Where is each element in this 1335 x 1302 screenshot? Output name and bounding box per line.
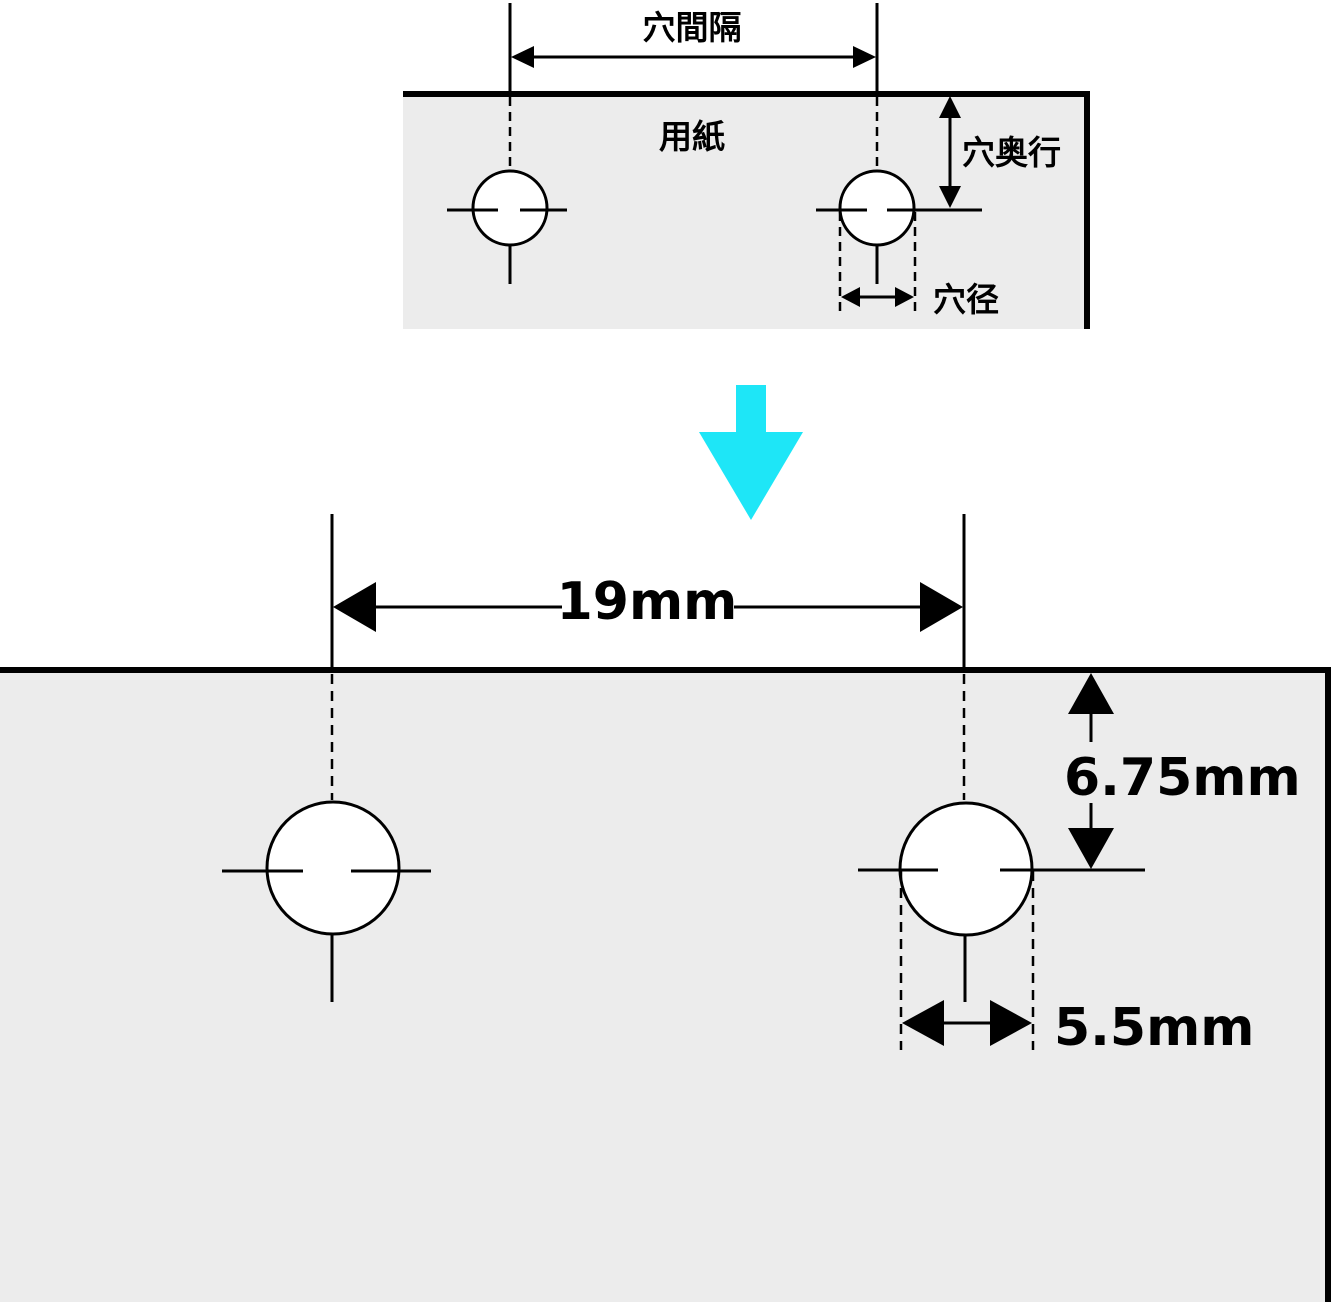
- paper-label: 用紙: [659, 117, 725, 156]
- legend-depth-arrow: [939, 96, 961, 208]
- legend-paper-edge: [403, 91, 1090, 329]
- spec-hole-right: [858, 801, 1145, 1002]
- spec-diagram: 19mm 6.75mm 5: [0, 514, 1331, 1302]
- spec-paper: [0, 670, 1328, 1302]
- spec-diameter-arrow: [902, 1000, 1032, 1046]
- spec-hole-left: [222, 800, 431, 1002]
- legend-hole-left: [447, 169, 567, 284]
- hole-depth-value: 6.75mm: [1064, 748, 1301, 808]
- spec-depth-arrow: [1068, 673, 1114, 869]
- legend-spacing-arrow: [511, 46, 876, 68]
- hole-diameter-label: 穴径: [933, 280, 999, 319]
- hole-diameter-value: 5.5mm: [1054, 998, 1254, 1058]
- arrow-down-icon: [699, 385, 803, 520]
- spec-paper-edge: [0, 667, 1331, 1302]
- hole-spacing-label: 穴間隔: [643, 8, 742, 47]
- legend-hole-right: [816, 169, 982, 284]
- hole-depth-label: 穴奥行: [962, 133, 1061, 172]
- legend-diagram: 穴間隔 用紙 穴奥行 穴径: [403, 3, 1090, 329]
- legend-diameter-arrow: [841, 287, 914, 307]
- spec-spacing-arrow: [333, 582, 963, 632]
- hole-spacing-value: 19mm: [557, 572, 738, 632]
